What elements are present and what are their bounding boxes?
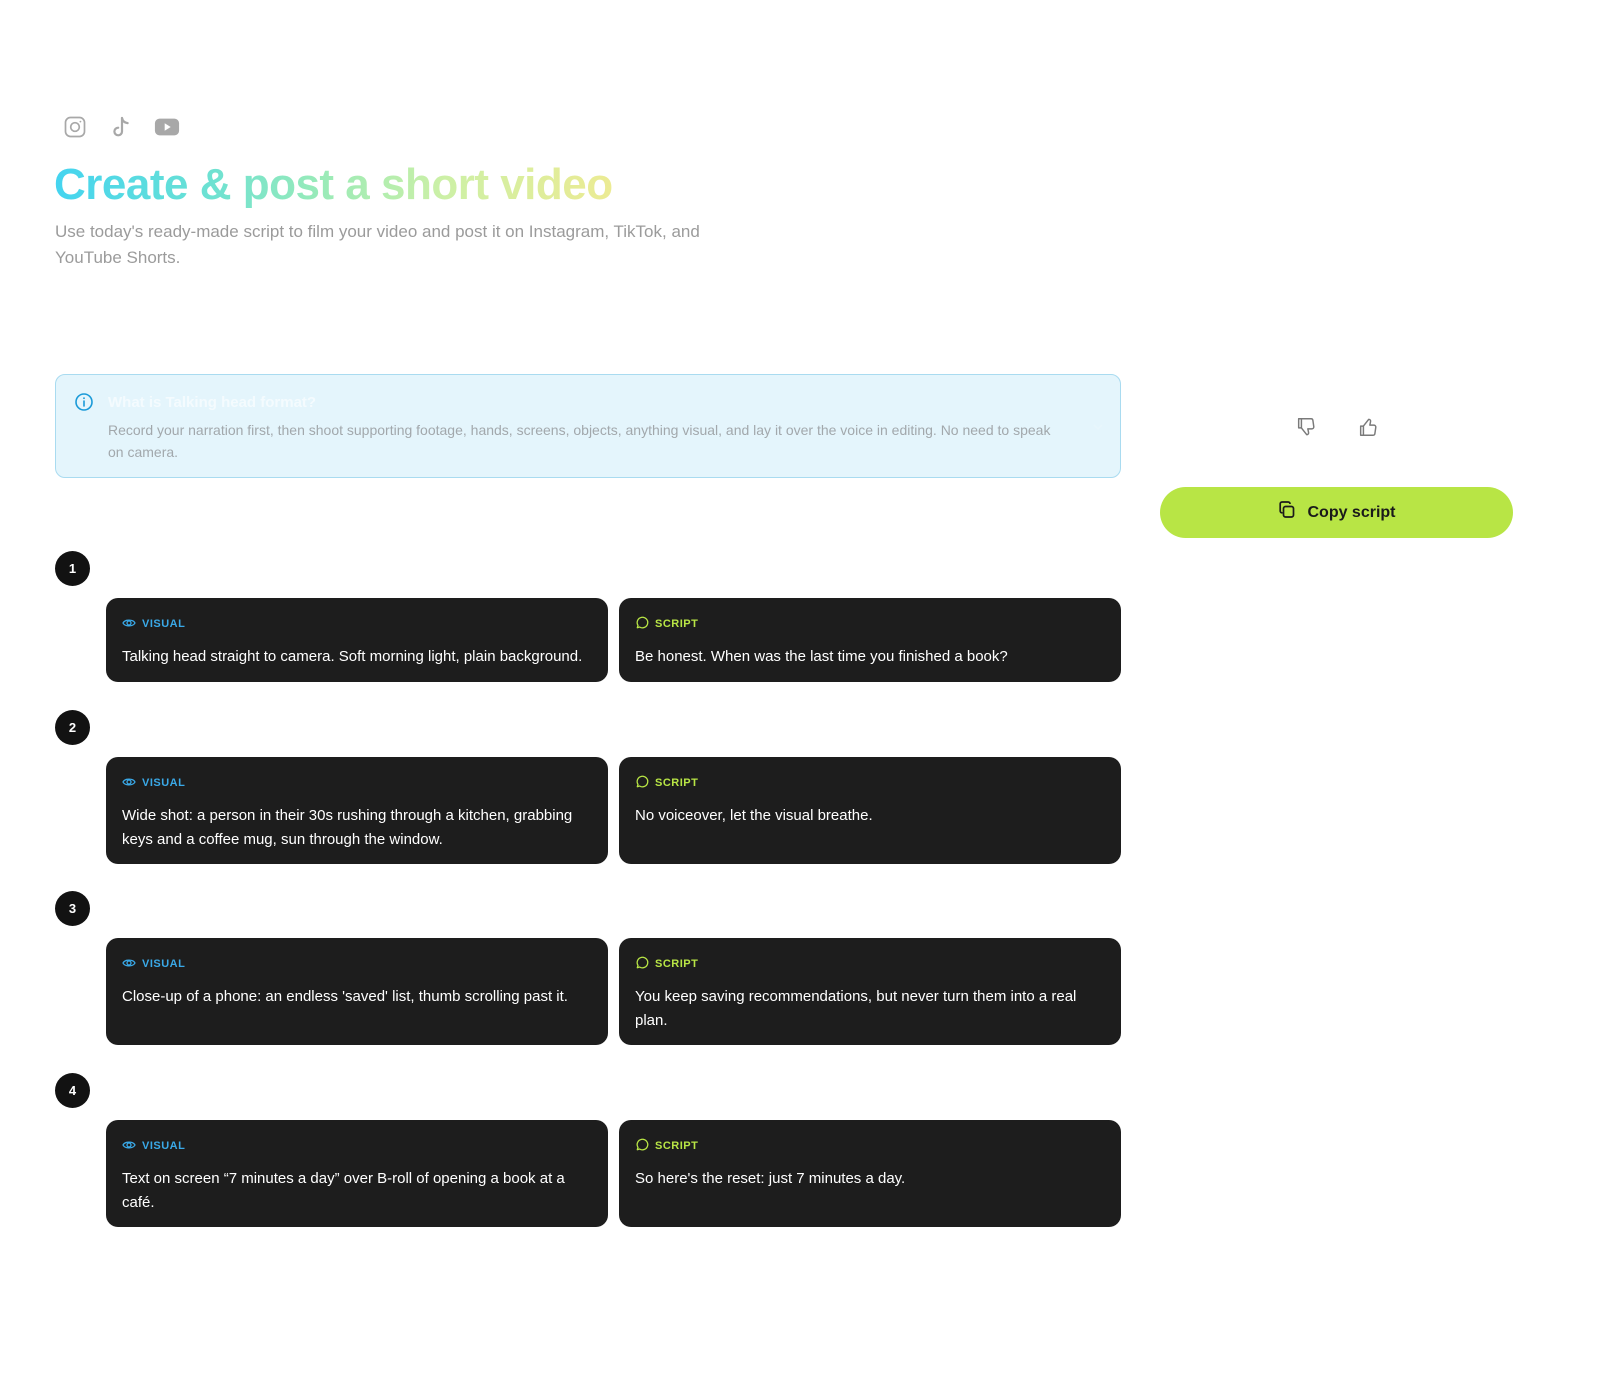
thumbs-up-icon[interactable]	[1357, 416, 1379, 438]
visual-card: VISUAL Wide shot: a person in their 30s …	[106, 757, 608, 864]
visual-label: VISUAL	[142, 958, 186, 970]
script-step: 2 VISUAL Wide shot: a person in their 30…	[55, 710, 1121, 864]
visual-label: VISUAL	[142, 1140, 186, 1152]
tiktok-icon	[108, 114, 134, 140]
script-card: SCRIPT Be honest. When was the last time…	[619, 598, 1121, 682]
copy-icon	[1277, 500, 1297, 525]
eye-icon	[122, 775, 136, 792]
copy-script-button[interactable]: Copy script	[1160, 487, 1513, 538]
script-label: SCRIPT	[655, 1140, 699, 1152]
visual-tag: VISUAL	[122, 1139, 592, 1153]
format-info-banner[interactable]: What is Talking head format? Record your…	[55, 374, 1121, 478]
copy-script-label: Copy script	[1307, 503, 1396, 521]
info-icon	[74, 392, 94, 417]
visual-text: Wide shot: a person in their 30s rushing…	[122, 807, 573, 848]
script-label: SCRIPT	[655, 958, 699, 970]
script-step: 3 VISUAL Close-up of a phone: an endless…	[55, 891, 1121, 1045]
info-body: Record your narration first, then shoot …	[108, 422, 1051, 460]
step-number: 1	[55, 551, 90, 586]
script-card: SCRIPT You keep saving recommendations, …	[619, 938, 1121, 1045]
chat-bubble-icon	[635, 775, 649, 792]
script-tag: SCRIPT	[635, 1138, 1105, 1155]
visual-tag: VISUAL	[122, 957, 592, 971]
script-step: 1 VISUAL Talking head straight to camera…	[55, 551, 1121, 682]
script-tag: SCRIPT	[635, 956, 1105, 973]
chevron-down-icon[interactable]	[1092, 420, 1104, 438]
script-label: SCRIPT	[655, 777, 699, 789]
visual-card: VISUAL Talking head straight to camera. …	[106, 598, 608, 682]
chat-bubble-icon	[635, 956, 649, 973]
script-text: So here's the reset: just 7 minutes a da…	[635, 1170, 906, 1187]
step-number: 2	[55, 710, 90, 745]
script-card: SCRIPT No voiceover, let the visual brea…	[619, 757, 1121, 864]
step-number: 4	[55, 1073, 90, 1108]
instagram-icon	[62, 114, 88, 140]
script-label: SCRIPT	[655, 618, 699, 630]
page-subtitle: Use today's ready-made script to film yo…	[55, 222, 700, 267]
eye-icon	[122, 616, 136, 633]
visual-tag: VISUAL	[122, 776, 592, 790]
script-tag: SCRIPT	[635, 775, 1105, 792]
page-title: Create & post a short video	[54, 160, 613, 209]
chat-bubble-icon	[635, 616, 649, 633]
thumbs-down-icon[interactable]	[1295, 416, 1317, 438]
visual-card: VISUAL Text on screen “7 minutes a day” …	[106, 1120, 608, 1227]
script-text: Be honest. When was the last time you fi…	[635, 648, 1008, 665]
step-number: 3	[55, 891, 90, 926]
chat-bubble-icon	[635, 1138, 649, 1155]
visual-label: VISUAL	[142, 618, 186, 630]
eye-icon	[122, 956, 136, 973]
visual-tag: VISUAL	[122, 617, 592, 631]
visual-text: Talking head straight to camera. Soft mo…	[122, 648, 583, 665]
script-text: No voiceover, let the visual breathe.	[635, 807, 873, 824]
visual-text: Text on screen “7 minutes a day” over B-…	[122, 1170, 565, 1211]
eye-icon	[122, 1138, 136, 1155]
youtube-icon	[154, 114, 180, 140]
script-card: SCRIPT So here's the reset: just 7 minut…	[619, 1120, 1121, 1227]
social-platforms	[62, 114, 180, 140]
script-tag: SCRIPT	[635, 616, 1105, 633]
visual-label: VISUAL	[142, 777, 186, 789]
visual-text: Close-up of a phone: an endless 'saved' …	[122, 988, 568, 1005]
visual-card: VISUAL Close-up of a phone: an endless '…	[106, 938, 608, 1045]
script-step: 4 VISUAL Text on screen “7 minutes a day…	[55, 1073, 1121, 1227]
info-title: What is Talking head format?	[108, 394, 317, 411]
script-text: You keep saving recommendations, but nev…	[635, 988, 1077, 1029]
